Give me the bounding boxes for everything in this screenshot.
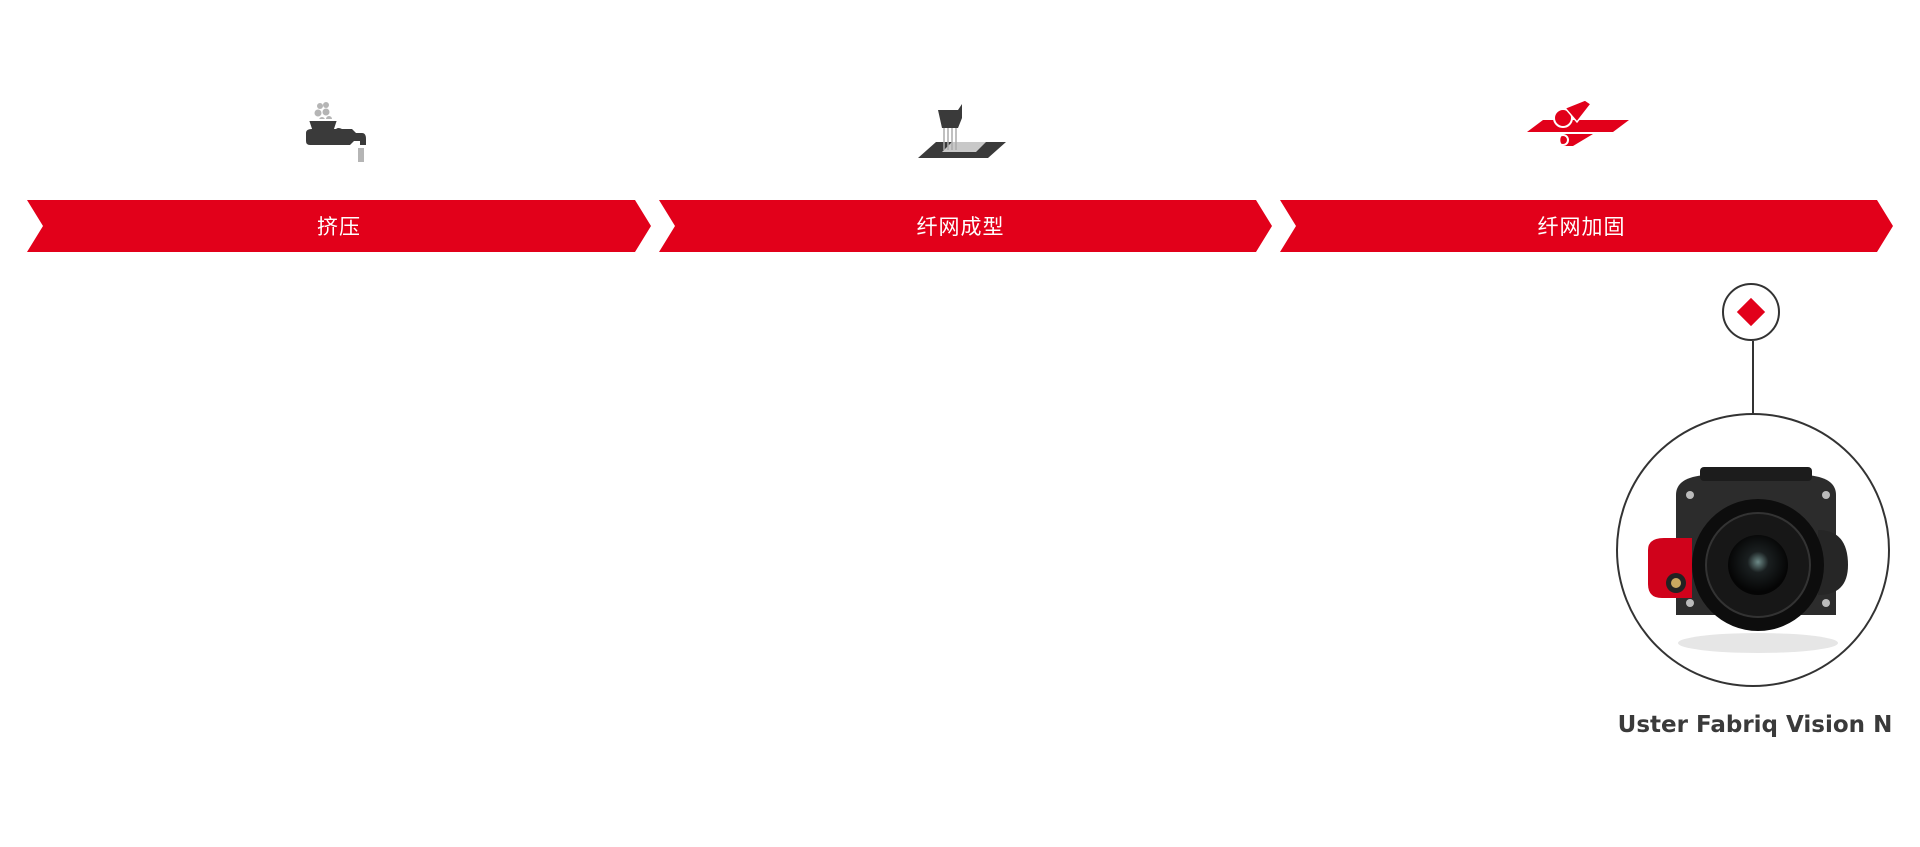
stage-extrusion[interactable]: 挤压: [27, 200, 651, 252]
stage-label: 挤压: [317, 215, 361, 239]
product-image[interactable]: [1616, 413, 1890, 687]
chevron-arrow: [659, 200, 1272, 252]
product-marker[interactable]: [1722, 283, 1780, 341]
chevron-arrow: [1280, 200, 1893, 252]
web-bonding-icon: [1525, 99, 1635, 164]
diamond-icon: [1736, 297, 1766, 327]
web-forming-icon: [904, 100, 1014, 164]
stage-web-bonding[interactable]: 纤网加固: [1270, 200, 1893, 252]
product-name[interactable]: Uster Fabriq Vision N: [1617, 712, 1893, 738]
connector-line: [1752, 341, 1754, 414]
camera-icon: [1648, 467, 1848, 653]
stage-label: 纤网加固: [1537, 215, 1626, 239]
chevron-arrow: [27, 200, 651, 252]
stage-label: 纤网成型: [916, 215, 1005, 239]
stage-web-forming[interactable]: 纤网成型: [649, 200, 1272, 252]
extrusion-icon: [286, 100, 396, 164]
